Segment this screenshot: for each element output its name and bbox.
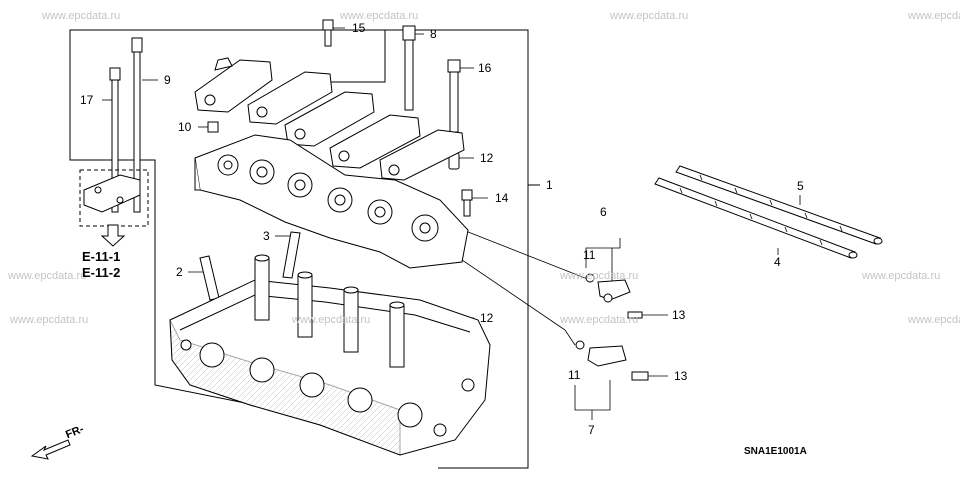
callout-13-lower: 13 [674,369,688,383]
callout-5: 5 [797,179,804,193]
watermark: www.epcdata.ru [610,10,689,22]
callout-15: 15 [352,21,366,35]
watermark: www.epcdata.ru [292,314,371,326]
rocker-shafts [654,165,883,259]
watermark: www.epcdata.ru [8,270,87,282]
callout-2: 2 [176,265,183,279]
callout-11-upper: 11 [583,248,596,262]
callout-17: 17 [80,93,94,107]
watermark: www.epcdata.ru [42,10,121,22]
callout-1: 1 [546,178,553,192]
bolt-15 [322,19,334,47]
bolt-14 [461,189,473,217]
watermark: www.epcdata.ru [908,10,960,22]
watermark: www.epcdata.ru [340,10,419,22]
callout-7: 7 [588,423,595,437]
stud-3 [282,231,301,279]
spool-valves [575,273,649,381]
reference-arrow [100,224,126,247]
callout-6: 6 [600,205,607,219]
diagram-code: SNA1E1001A [744,446,807,457]
watermark: www.epcdata.ru [10,314,89,326]
bolt-8 [402,25,416,111]
reference-e-11-2[interactable]: E-11-2 [82,265,121,280]
cylinder-head [169,254,491,456]
journal-housing [194,134,469,269]
callout-11-lower: 11 [568,368,581,382]
callout-14: 14 [495,191,509,205]
callout-16: 16 [478,61,492,75]
fr-arrow [30,439,71,460]
bolts [109,19,473,330]
camshaft-holders [194,57,465,181]
stud-2 [199,255,220,301]
callout-12-lower: 12 [480,311,494,325]
callout-12-upper: 12 [480,151,494,165]
callout-8: 8 [430,27,437,41]
watermark: www.epcdata.ru [560,314,639,326]
bolt-10 [207,121,219,133]
callout-9: 9 [164,73,171,87]
bolt-9 [131,37,143,213]
watermark: www.epcdata.ru [560,270,639,282]
callout-10: 10 [178,120,192,134]
callout-13-upper: 13 [672,308,686,322]
bolt-17 [109,67,121,213]
bolt-16 [447,59,461,133]
watermark: www.epcdata.ru [862,270,941,282]
callout-3: 3 [263,229,270,243]
watermark: www.epcdata.ru [908,314,960,326]
callout-4: 4 [774,255,781,269]
reference-e-11-1[interactable]: E-11-1 [82,249,121,264]
